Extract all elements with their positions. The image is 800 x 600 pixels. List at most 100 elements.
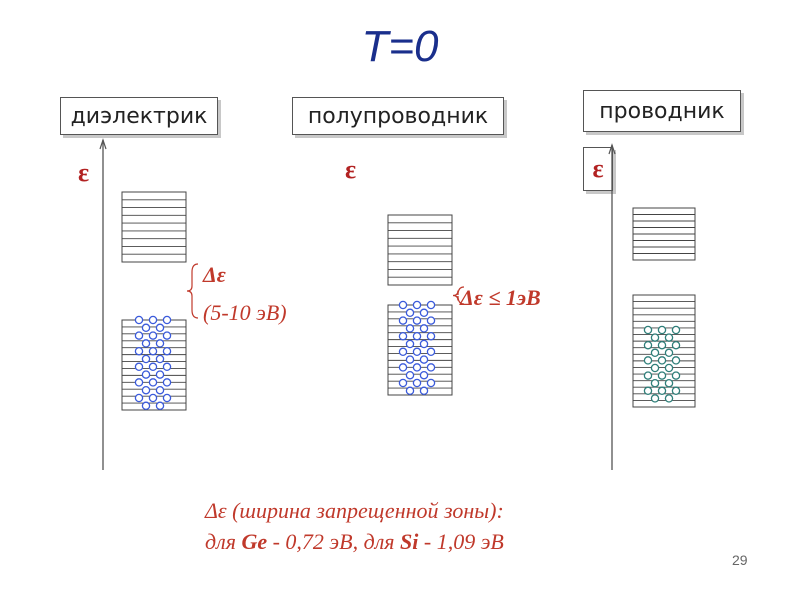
dielectric-gap-range: (5-10 эВ) bbox=[203, 300, 287, 325]
electron bbox=[398, 363, 408, 372]
electron bbox=[664, 363, 674, 373]
dielectric-energy-axis-label: ε bbox=[78, 158, 90, 187]
electron bbox=[657, 386, 667, 396]
slide-title: T=0 bbox=[361, 22, 439, 71]
electron bbox=[426, 316, 436, 325]
electron bbox=[141, 401, 151, 411]
electron bbox=[643, 340, 653, 350]
electron bbox=[148, 393, 158, 403]
electron bbox=[657, 371, 667, 380]
electron bbox=[419, 370, 429, 380]
semiconductor-gap-brace bbox=[452, 286, 465, 305]
dielectric-label: диэлектрик bbox=[60, 97, 218, 135]
electron bbox=[162, 362, 172, 372]
electron bbox=[134, 393, 144, 403]
electron bbox=[155, 323, 165, 333]
electron bbox=[162, 378, 172, 387]
electron bbox=[419, 308, 429, 318]
electron bbox=[671, 340, 681, 350]
electron bbox=[162, 346, 172, 356]
electron bbox=[162, 315, 172, 325]
electron bbox=[412, 331, 422, 341]
electron bbox=[155, 385, 165, 395]
electron bbox=[412, 347, 422, 357]
electron bbox=[664, 394, 674, 403]
page-number: 29 bbox=[732, 552, 748, 568]
dielectric-conduction-band bbox=[121, 191, 187, 263]
electron bbox=[405, 339, 415, 349]
electron bbox=[643, 386, 653, 396]
electron bbox=[405, 308, 415, 318]
electron bbox=[398, 300, 408, 310]
dielectric-energy-axis-arrowhead bbox=[99, 138, 107, 150]
electron bbox=[155, 401, 165, 411]
electron bbox=[664, 348, 674, 358]
electron bbox=[650, 363, 660, 373]
electron bbox=[643, 371, 653, 380]
electron bbox=[405, 355, 415, 364]
electron bbox=[141, 339, 151, 348]
electron bbox=[148, 331, 158, 340]
electron bbox=[426, 347, 436, 357]
electron bbox=[134, 362, 144, 372]
electron bbox=[405, 386, 415, 396]
electron bbox=[419, 386, 429, 396]
electron bbox=[398, 316, 408, 325]
electron bbox=[657, 340, 667, 350]
electron bbox=[643, 325, 653, 335]
electron bbox=[426, 378, 436, 388]
electron bbox=[155, 339, 165, 348]
dielectric-gap-symbol: Δε bbox=[203, 262, 226, 287]
electron bbox=[650, 378, 660, 388]
electron bbox=[650, 394, 660, 403]
electron bbox=[148, 315, 158, 325]
electron bbox=[426, 363, 436, 372]
electron bbox=[141, 354, 151, 364]
electron bbox=[141, 323, 151, 333]
electron bbox=[671, 356, 681, 365]
band-gap-note-title: Δε (ширина запрещенной зоны): bbox=[205, 498, 504, 523]
electron bbox=[155, 370, 165, 379]
electron bbox=[650, 333, 660, 342]
electron bbox=[664, 333, 674, 342]
conductor-label: проводник bbox=[583, 90, 741, 132]
electron bbox=[148, 378, 158, 387]
electron bbox=[155, 354, 165, 364]
electron bbox=[162, 331, 172, 340]
electron bbox=[650, 348, 660, 358]
electron bbox=[419, 324, 429, 333]
electron bbox=[134, 331, 144, 340]
electron bbox=[657, 356, 667, 365]
electron bbox=[426, 331, 436, 341]
conductor-energy-axis-arrowhead bbox=[608, 143, 616, 155]
semiconductor-label: полупроводник bbox=[292, 97, 504, 135]
electron bbox=[405, 324, 415, 333]
semiconductor-conduction-band bbox=[387, 214, 453, 286]
electron bbox=[426, 300, 436, 310]
electron bbox=[398, 331, 408, 341]
electron bbox=[134, 378, 144, 387]
electron bbox=[141, 370, 151, 379]
electron bbox=[419, 339, 429, 349]
electron bbox=[671, 386, 681, 396]
electron bbox=[134, 315, 144, 325]
electron bbox=[148, 362, 158, 372]
semiconductor-gap-label: Δε ≤ 1эВ bbox=[460, 285, 541, 310]
band-gap-note-values: для Ge - 0,72 эВ, для Si - 1,09 эВ bbox=[205, 529, 504, 554]
semiconductor-energy-axis-label: ε bbox=[345, 155, 357, 184]
electron bbox=[664, 378, 674, 388]
electron bbox=[412, 300, 422, 310]
dielectric-gap-brace bbox=[186, 263, 199, 319]
electron bbox=[134, 346, 144, 356]
electron bbox=[141, 385, 151, 395]
electron bbox=[412, 363, 422, 372]
electron bbox=[657, 325, 667, 335]
electron bbox=[405, 370, 415, 380]
electron bbox=[398, 378, 408, 388]
electron bbox=[412, 316, 422, 325]
electron bbox=[412, 378, 422, 388]
electron bbox=[419, 355, 429, 364]
electron bbox=[162, 393, 172, 403]
electron bbox=[643, 356, 653, 365]
